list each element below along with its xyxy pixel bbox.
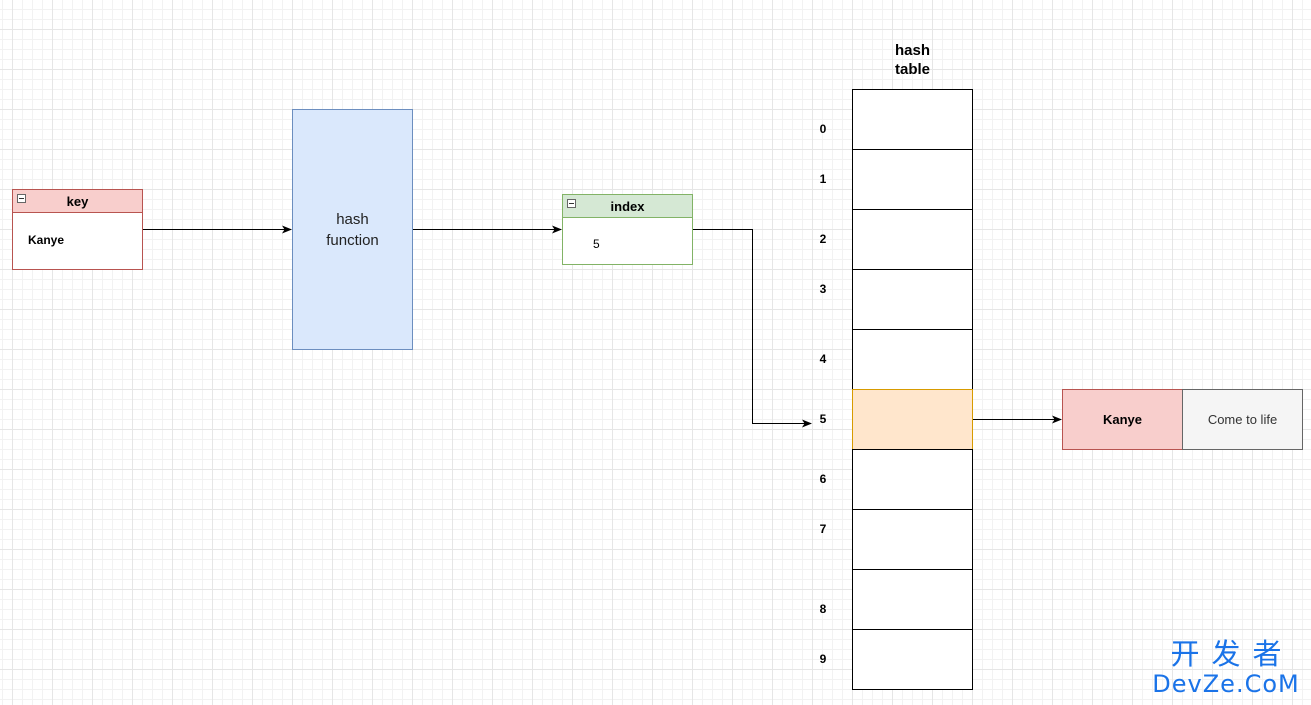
hash-table-title: hash table: [894, 42, 930, 78]
hash-table-slot[interactable]: [852, 149, 973, 210]
slot-index-label: 8: [819, 602, 827, 616]
hash-table-slot[interactable]: [852, 89, 973, 150]
key-value: Kanye: [28, 233, 65, 247]
watermark-logo: 开发者 DevZe.CoM: [1151, 638, 1301, 698]
slot-index-label: 5: [819, 412, 827, 426]
hash-table-slot[interactable]: [852, 449, 973, 510]
slot-index-label: 0: [819, 122, 827, 136]
index-value: 5: [593, 237, 600, 251]
hash-table-slot[interactable]: [852, 629, 973, 690]
slot-index-label: 6: [819, 472, 827, 486]
hash-table-slot[interactable]: [852, 209, 973, 270]
slot-index-label: 1: [819, 172, 827, 186]
hash-table-slot[interactable]: [852, 569, 973, 630]
arrow-index-to-slot: [693, 229, 812, 428]
index-header: index: [563, 195, 692, 218]
watermark-cn: 开发者: [1170, 637, 1294, 671]
slot-index-label: 3: [819, 282, 827, 296]
hash-table-slot[interactable]: [852, 329, 973, 390]
entry-value: Come to life: [1207, 412, 1278, 427]
hash-table-slot[interactable]: [852, 389, 973, 450]
key-title: key: [66, 193, 89, 209]
slot-index-label: 2: [819, 232, 827, 246]
hash-table-slot[interactable]: [852, 269, 973, 330]
key-header: key: [13, 190, 142, 213]
slot-index-label: 4: [819, 352, 827, 366]
slot-index-label: 9: [819, 652, 827, 666]
watermark-en: DevZe.CoM: [1152, 670, 1300, 698]
hash-function-box[interactable]: hash function: [292, 109, 413, 350]
hash-function-label: hash function: [326, 210, 379, 249]
key-container[interactable]: key Kanye: [12, 189, 143, 270]
collapse-icon[interactable]: [17, 194, 26, 203]
entry-key-cell[interactable]: Kanye: [1062, 389, 1183, 450]
index-container[interactable]: index 5: [562, 194, 693, 265]
entry-key: Kanye: [1102, 412, 1143, 427]
hash-table-slot[interactable]: [852, 509, 973, 570]
index-title: index: [610, 198, 645, 214]
entry-value-cell[interactable]: Come to life: [1182, 389, 1303, 450]
collapse-icon[interactable]: [567, 199, 576, 208]
slot-index-label: 7: [819, 522, 827, 536]
